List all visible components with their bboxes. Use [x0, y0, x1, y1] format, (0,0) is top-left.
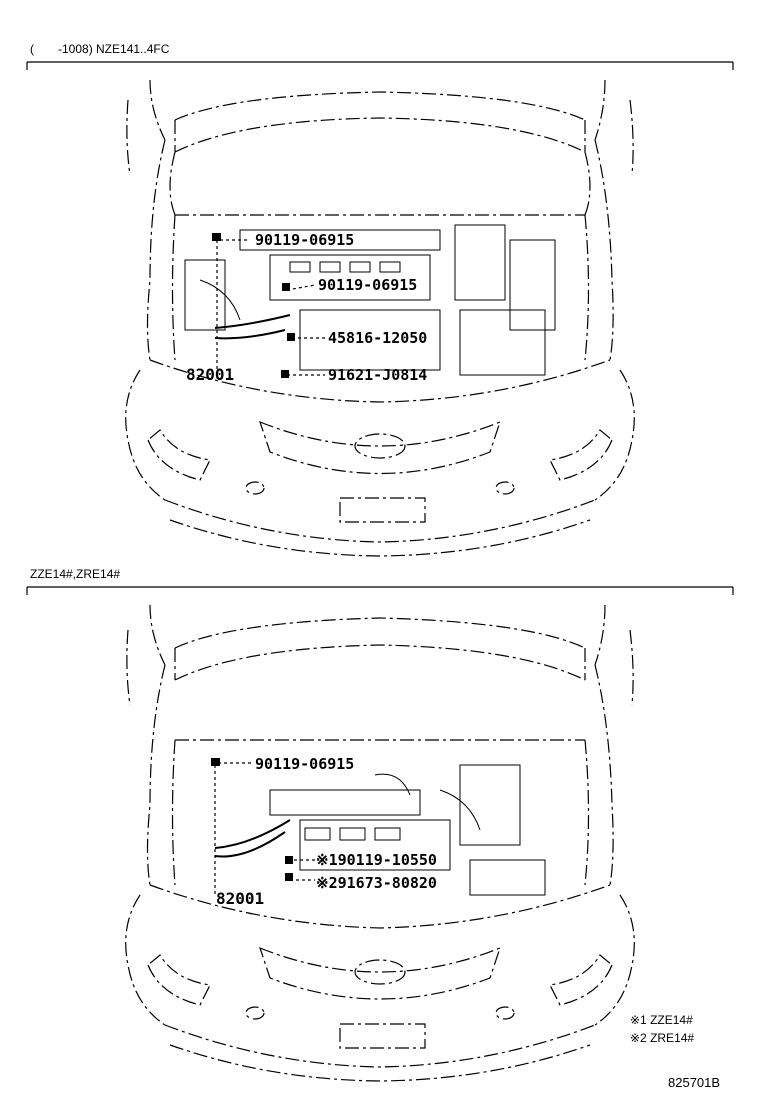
leader-lines-1 [216, 239, 325, 376]
part-number-82001-b: 82001 [216, 889, 265, 908]
section1-header: ( -1008) NZE141..4FC [30, 42, 170, 56]
engine-components-1 [184, 224, 556, 376]
part-number-90119-06915-b: 90119-06915 [318, 276, 418, 294]
part-number-90119-06915-c: 90119-06915 [255, 755, 355, 773]
footnote-2: ※2 ZRE14# [630, 1031, 695, 1045]
section2-bracket [26, 586, 734, 595]
part-number-90119-06915-a: 90119-06915 [255, 231, 355, 249]
footnote-1: ※1 ZZE14# [630, 1013, 693, 1027]
part-number-91621-j0814: 91621-J0814 [328, 366, 428, 384]
section1-bracket [26, 61, 734, 70]
bolt-icons [211, 233, 295, 881]
part-number-45816-12050: 45816-12050 [328, 329, 428, 347]
leader-lines-2 [214, 762, 315, 895]
engine-components-2 [214, 764, 546, 896]
part-number-82001-a: 82001 [186, 365, 235, 384]
car-front-view-1 [125, 79, 635, 557]
part-number-91673-80820: ※291673-80820 [316, 874, 437, 892]
car-front-view-2 [125, 604, 635, 1082]
section2-header: ZZE14#,ZRE14# [30, 567, 121, 581]
diagram-code: 825701B [668, 1075, 721, 1090]
part-number-90119-10550: ※190119-10550 [316, 851, 437, 869]
